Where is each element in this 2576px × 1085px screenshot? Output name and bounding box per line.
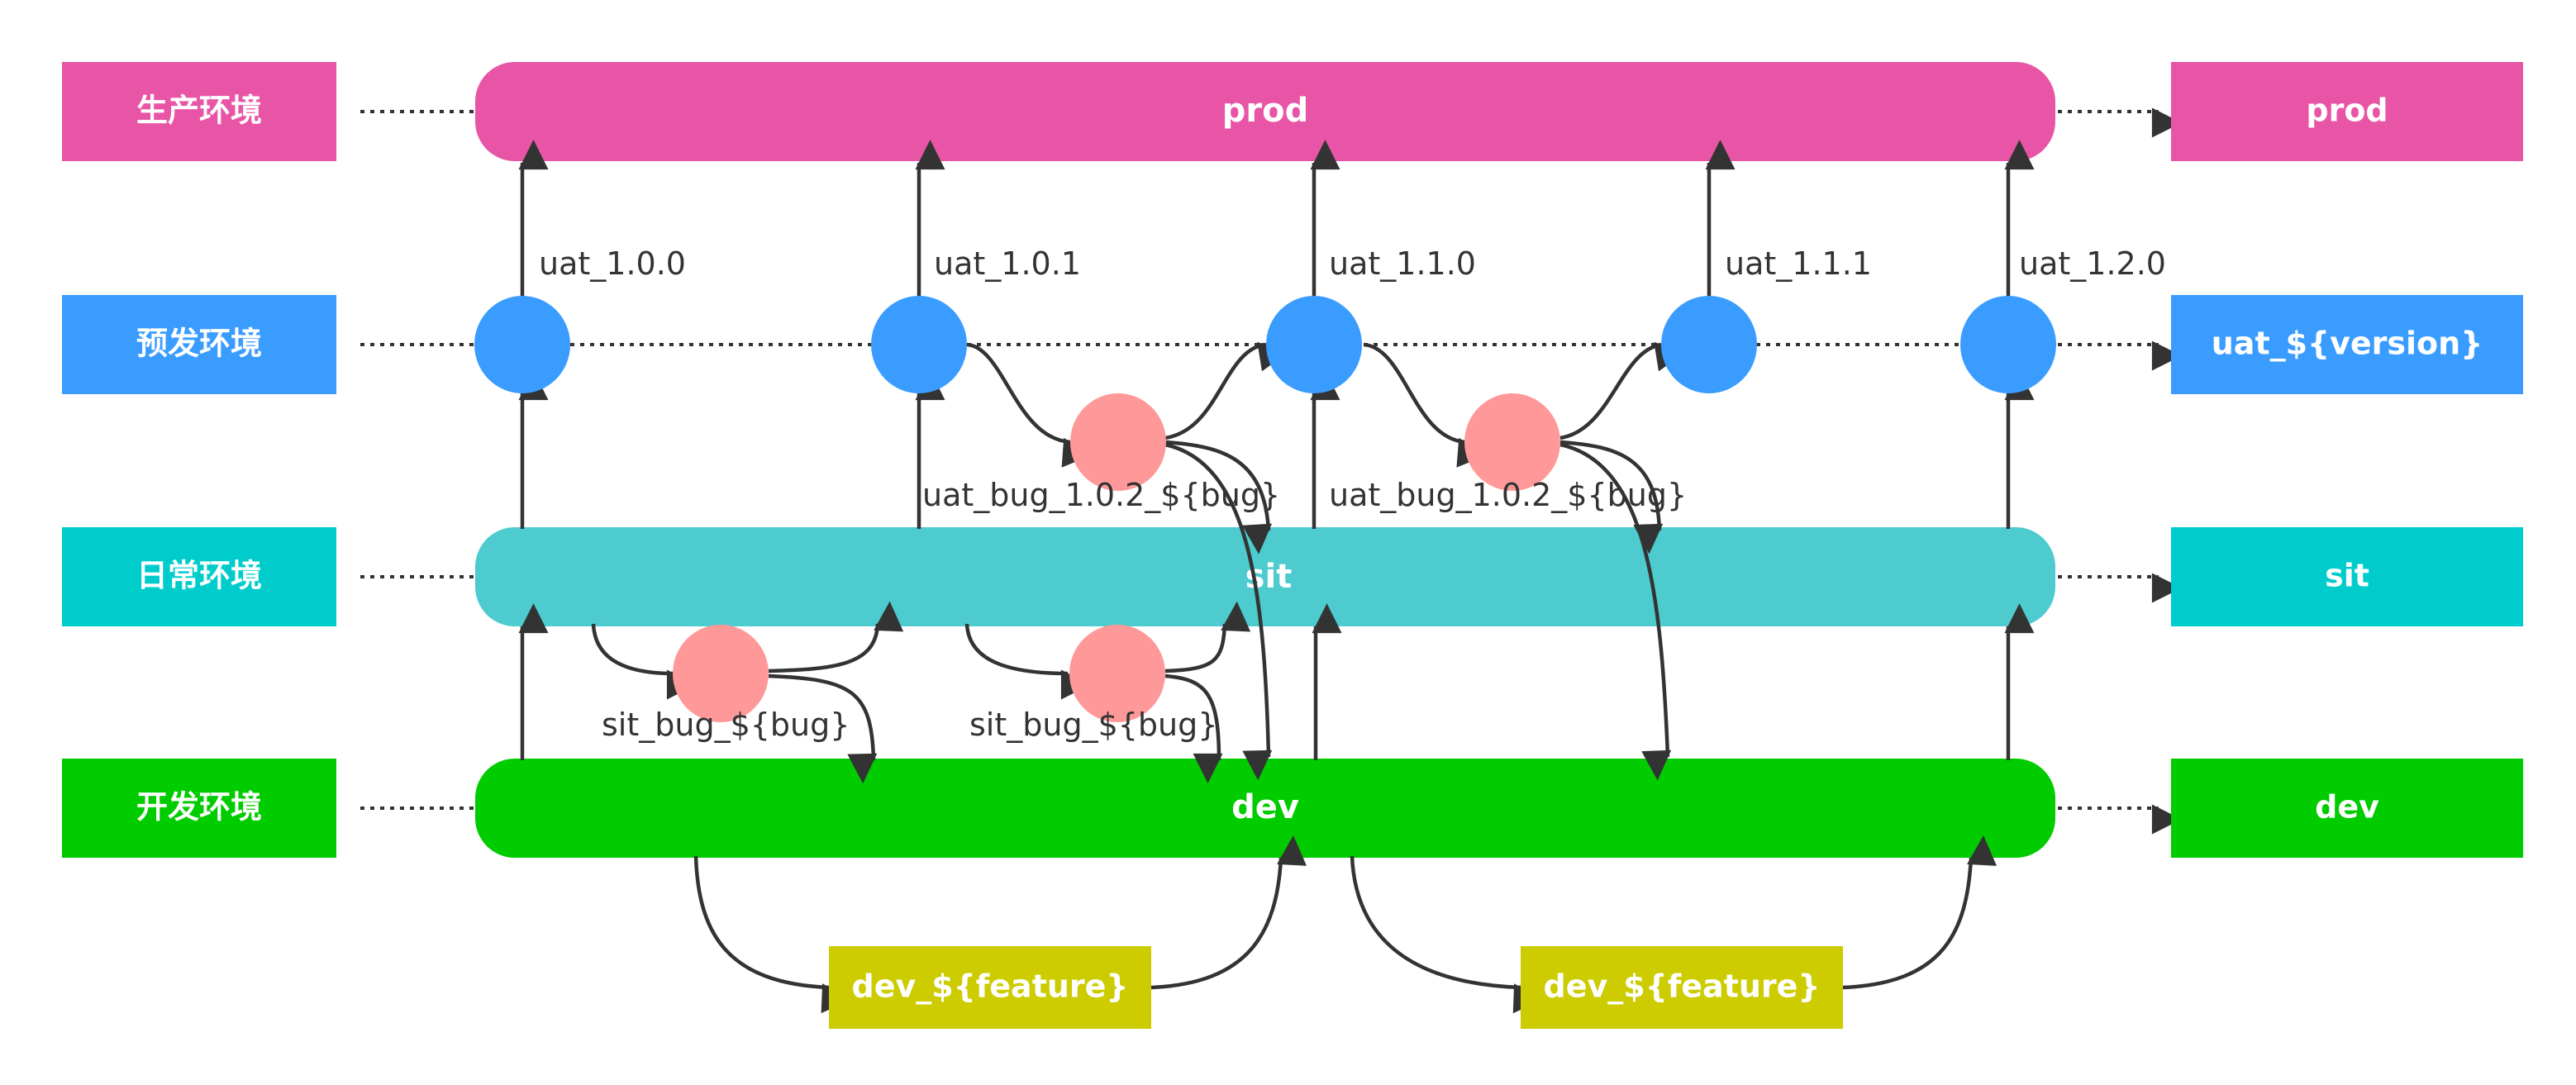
edge-sitbug1-sit xyxy=(768,601,904,673)
env-label-uat-text: 预发环境 xyxy=(136,326,262,362)
right-box-prod-rect xyxy=(2171,62,2523,161)
edge-feature1-dev xyxy=(1150,835,1307,990)
uat-version-label-3: uat_1.1.0 xyxy=(1329,245,1476,282)
right-box-uat-text: uat_${version} xyxy=(2212,326,2483,362)
dotted-guides xyxy=(360,107,2182,835)
env-label-prod: 生产环境 xyxy=(62,62,336,161)
feature-box-1: dev_${feature} xyxy=(829,946,1151,1029)
edge-feature2-dev xyxy=(1842,835,1997,990)
feature-box-2: dev_${feature} xyxy=(1521,946,1843,1029)
sit-bug-node-2 xyxy=(1069,625,1165,722)
uat-bug-node-1 xyxy=(1070,393,1166,491)
uat-nodes xyxy=(474,296,2056,393)
env-label-uat-box xyxy=(62,295,336,394)
edge-uat3-uatbug2 xyxy=(1363,342,1488,468)
sit-bug-label-1: sit_bug_${bug} xyxy=(602,707,850,743)
edge-uat2-uatbug1 xyxy=(966,342,1093,468)
edge-sitbug2-dev xyxy=(1164,673,1223,783)
edge-uatbug1-sit xyxy=(1164,440,1273,554)
edge-sitbug2-sit xyxy=(1164,601,1251,673)
edge-uatbug1-dev xyxy=(1164,442,1273,781)
dev-bar-label: dev xyxy=(1231,788,1299,826)
uat-node-3 xyxy=(1266,296,1362,393)
right-box-sit-rect xyxy=(2171,527,2523,626)
env-label-dev-text: 开发环境 xyxy=(136,789,262,826)
right-box-uat: uat_${version} xyxy=(2171,295,2523,394)
uat-node-2 xyxy=(871,296,967,393)
uat-version-label-1: uat_1.0.0 xyxy=(539,245,686,282)
edge-uatbug2-dev xyxy=(1559,442,1672,781)
sit-bug-label-2: sit_bug_${bug} xyxy=(969,707,1217,743)
uat-node-1 xyxy=(474,296,570,393)
edge-uatbug2-sit xyxy=(1559,440,1664,554)
uat-bug-label-1: uat_bug_1.0.2_${bug} xyxy=(922,477,1280,513)
prod-bar xyxy=(475,62,2055,161)
bug-nodes xyxy=(673,393,1560,722)
branch-bar-dev: dev xyxy=(475,759,2055,858)
sit-bug-node-1 xyxy=(673,625,769,722)
bug-labels: uat_bug_1.0.2_${bug} uat_bug_1.0.2_${bug… xyxy=(602,477,1687,743)
edge-sitbug1-dev xyxy=(768,673,878,784)
env-label-sit: 日常环境 xyxy=(62,527,336,626)
env-label-dev-box xyxy=(62,759,336,858)
uat-node-5 xyxy=(1960,296,2056,393)
edge-dev-feature2 xyxy=(1350,855,1544,1014)
right-box-dev-rect xyxy=(2171,759,2523,858)
right-box-dev: dev xyxy=(2171,759,2523,858)
env-label-prod-box xyxy=(62,62,336,161)
uat-version-label-2: uat_1.0.1 xyxy=(934,245,1081,282)
right-box-dev-text: dev xyxy=(2315,789,2379,826)
vertical-edges xyxy=(518,140,2035,760)
feature-box-2-rect xyxy=(1521,946,1843,1029)
edge-sit-sitbug2 xyxy=(964,623,1091,700)
uat-version-label-4: uat_1.1.1 xyxy=(1725,245,1872,282)
uat-bug-node-2 xyxy=(1464,393,1560,491)
feature-box-1-rect xyxy=(829,946,1151,1029)
env-label-sit-text: 日常环境 xyxy=(136,558,262,594)
env-label-sit-box xyxy=(62,527,336,626)
edge-sit-sitbug1 xyxy=(591,623,697,700)
branch-bar-prod: prod xyxy=(475,62,2055,161)
edge-uatbug1-uat3 xyxy=(1164,341,1289,440)
env-label-prod-text: 生产环境 xyxy=(136,93,262,129)
env-label-uat: 预发环境 xyxy=(62,295,336,394)
right-box-prod: prod xyxy=(2171,62,2523,161)
right-box-sit: sit xyxy=(2171,527,2523,626)
uat-bug-label-2: uat_bug_1.0.2_${bug} xyxy=(1329,477,1687,513)
right-box-prod-text: prod xyxy=(2306,93,2388,129)
feature-box-2-text: dev_${feature} xyxy=(1544,968,1821,1005)
uat-version-label-5: uat_1.2.0 xyxy=(2019,245,2166,282)
edge-uatbug2-uat4 xyxy=(1559,341,1686,440)
uat-node-4 xyxy=(1661,296,1757,393)
feature-box-1-text: dev_${feature} xyxy=(852,968,1129,1005)
version-labels: uat_1.0.0 uat_1.0.1 uat_1.1.0 uat_1.1.1 … xyxy=(539,245,2166,282)
right-box-uat-rect xyxy=(2171,295,2523,394)
curved-edges xyxy=(591,341,1997,1014)
edge-dev-feature1 xyxy=(693,855,852,1014)
prod-bar-label: prod xyxy=(1222,92,1308,130)
env-label-dev: 开发环境 xyxy=(62,759,336,858)
right-box-sit-text: sit xyxy=(2325,558,2369,594)
